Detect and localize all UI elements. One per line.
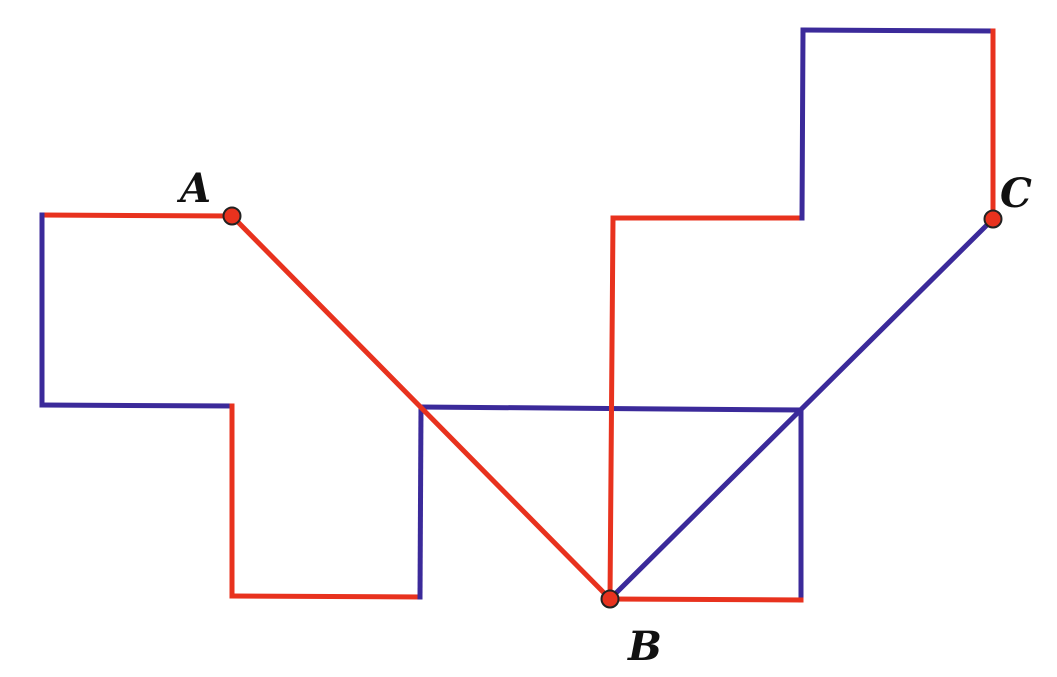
point-label-c: C (1000, 170, 1032, 217)
segments-layer (39, 27, 997, 603)
point-label-a: A (176, 165, 211, 212)
segment-bc-diagonal (606, 215, 997, 603)
point-a (222, 206, 242, 226)
segment-b-up-vertical (607, 215, 616, 602)
point-label-b: B (627, 623, 662, 670)
segment-left-mid-edge (39, 402, 235, 409)
segment-center-bottom-edge (607, 596, 804, 603)
labels-layer: A B C (176, 165, 1032, 670)
point-c (983, 209, 1003, 229)
segment-ab-diagonal (228, 212, 614, 603)
segment-left-bottom-edge (229, 593, 423, 600)
point-b (600, 589, 620, 609)
segment-left-right-edge (417, 404, 424, 600)
points-layer (222, 206, 1003, 609)
segment-left-top-edge (39, 212, 235, 219)
segment-right-top-edge (800, 27, 996, 34)
segment-right-step-vertical (799, 27, 806, 221)
